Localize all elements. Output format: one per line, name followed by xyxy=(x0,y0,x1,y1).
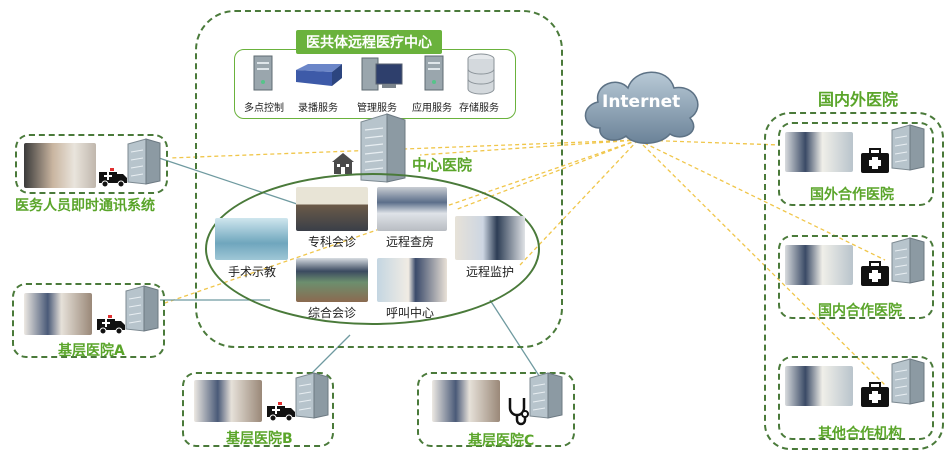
function-label-consult: 综合会诊 xyxy=(308,306,357,320)
center-outer-frame xyxy=(195,10,563,348)
link-center-basec xyxy=(489,299,546,386)
other-building-icon xyxy=(891,358,925,405)
function-label-monitor: 远程监护 xyxy=(466,265,515,279)
service-label-app: 应用服务 xyxy=(412,103,452,114)
function-label-ward-round: 远程查房 xyxy=(386,235,435,249)
medical-kit-icon-2 xyxy=(861,261,889,286)
server-icon-2 xyxy=(424,55,444,91)
domestic-photo xyxy=(785,245,853,285)
photo-surgery xyxy=(215,218,288,260)
base-a-box xyxy=(12,283,165,358)
link-internet-domestic xyxy=(637,139,886,261)
ambulance-icon-b xyxy=(267,402,295,422)
overseas-item-other-box xyxy=(778,356,934,440)
base-c-box xyxy=(417,372,575,447)
center-hospital-label: 中心医院 xyxy=(412,156,473,174)
management-icon xyxy=(361,57,403,91)
service-label-mcu: 多点控制 xyxy=(244,103,284,114)
link-internet-tophub xyxy=(419,139,639,156)
photo-callcenter xyxy=(377,258,447,302)
abroad-hospital-label: 国外合作医院 xyxy=(810,187,894,203)
base-a-photo xyxy=(24,293,92,335)
base-c-photo xyxy=(432,380,500,422)
function-label-specialist: 专科会诊 xyxy=(308,235,357,249)
base-b-photo xyxy=(194,380,262,422)
photo-specialist xyxy=(296,187,368,231)
medical-kit-icon xyxy=(861,148,889,173)
staff-system-label: 医务人员即时通讯系统 xyxy=(15,198,155,214)
domestic-hospital-label: 国内合作医院 xyxy=(818,303,902,319)
function-label-surgery: 手术示教 xyxy=(228,265,277,279)
overseas-item-abroad-box xyxy=(778,122,934,206)
internet-label: Internet xyxy=(602,92,681,112)
staff-photo xyxy=(24,143,96,188)
base-a-building-icon xyxy=(125,285,159,332)
overseas-group-title: 国内外医院 xyxy=(818,90,899,109)
stethoscope-icon xyxy=(508,398,529,426)
link-internet-other xyxy=(637,139,886,386)
base-c-building-icon xyxy=(529,372,563,419)
other-photo xyxy=(785,366,853,406)
service-label-record: 录播服务 xyxy=(298,103,338,114)
photo-monitor xyxy=(455,216,525,260)
base-b-label: 基层医院B xyxy=(226,431,293,447)
service-label-manage: 管理服务 xyxy=(357,103,397,114)
staff-building-icon xyxy=(127,138,161,185)
overseas-item-domestic-box xyxy=(778,235,934,319)
overseas-group-frame xyxy=(764,112,944,450)
base-a-label: 基层医院A xyxy=(58,343,125,359)
recorder-icon xyxy=(296,64,342,86)
other-institution-label: 其他合作机构 xyxy=(818,426,902,442)
staff-system-box xyxy=(15,134,168,194)
central-building-icon xyxy=(360,113,406,183)
medical-kit-icon-3 xyxy=(861,382,889,407)
base-b-building-icon xyxy=(295,372,329,419)
ambulance-icon-a xyxy=(97,315,125,335)
center-title: 医共体远程医疗中心 xyxy=(296,30,442,54)
service-label-storage: 存储服务 xyxy=(459,103,499,114)
abroad-photo xyxy=(785,132,853,172)
center-hospital-ellipse xyxy=(205,173,540,325)
function-label-callcenter: 呼叫中心 xyxy=(386,306,435,320)
abroad-building-icon xyxy=(891,124,925,171)
server-icon xyxy=(253,55,273,91)
domestic-building-icon xyxy=(891,237,925,284)
photo-consult xyxy=(296,258,368,302)
database-icon xyxy=(467,53,495,95)
internet-cloud-icon xyxy=(584,71,699,144)
base-c-label: 基层医院C xyxy=(468,433,535,449)
base-b-box xyxy=(182,372,334,447)
ambulance-icon xyxy=(99,168,127,188)
hospital-icon xyxy=(332,153,354,174)
photo-ward-round xyxy=(377,187,447,231)
